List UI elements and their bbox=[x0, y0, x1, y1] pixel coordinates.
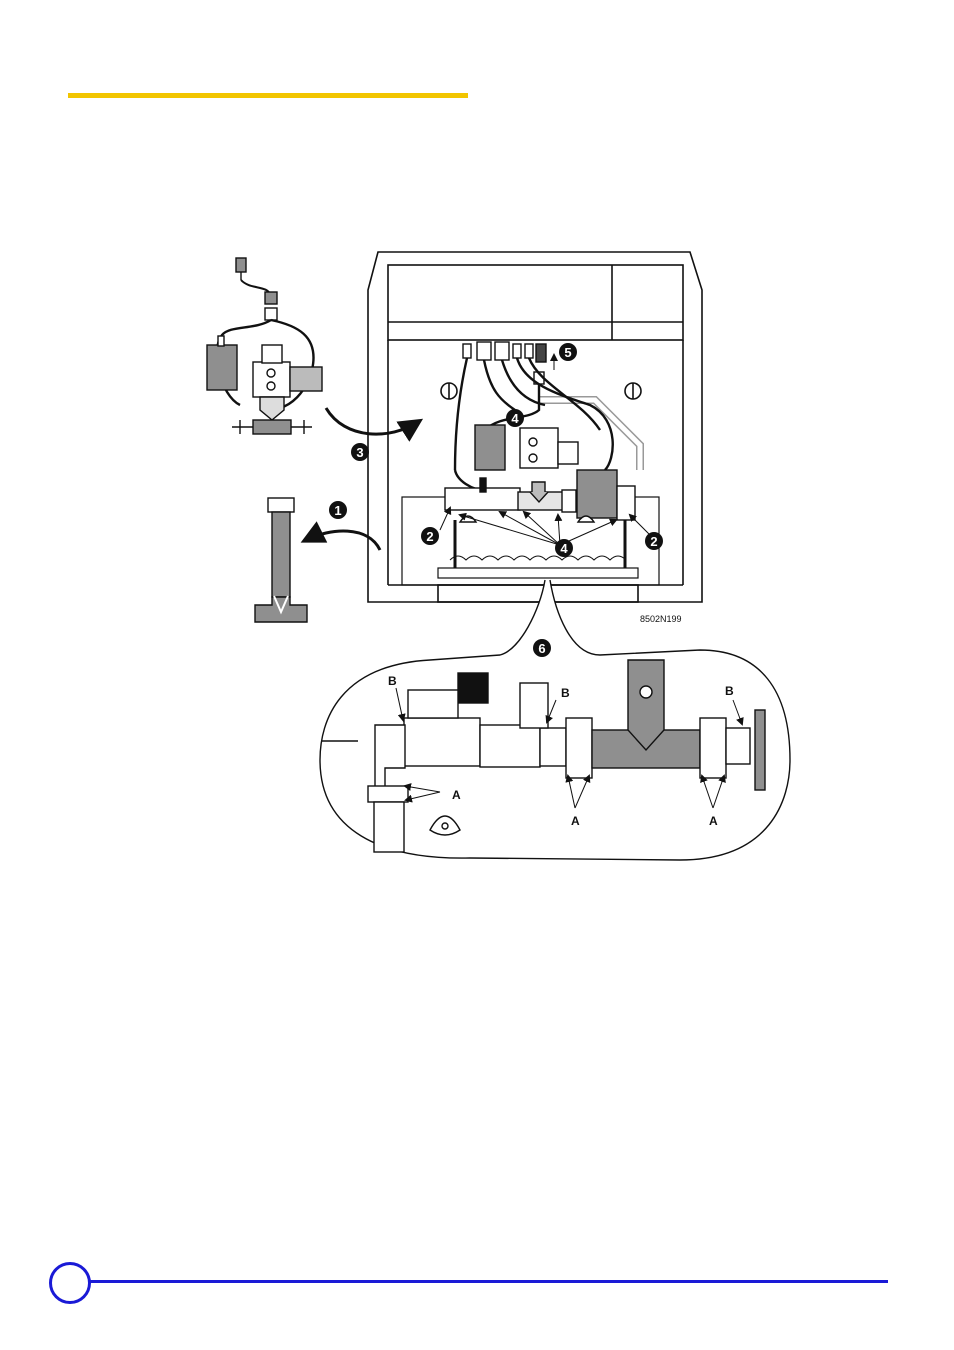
svg-text:2: 2 bbox=[426, 529, 433, 544]
callout-1: 1 bbox=[329, 501, 347, 519]
label-a-left: A bbox=[452, 788, 461, 802]
label-a-middle: A bbox=[571, 814, 580, 828]
callout-4-top: 4 bbox=[506, 409, 524, 427]
svg-text:1: 1 bbox=[334, 503, 341, 518]
callout-3: 3 bbox=[351, 443, 369, 461]
callout-6: 6 bbox=[533, 639, 551, 657]
footer-rule bbox=[70, 1280, 888, 1283]
callout-2-right: 2 bbox=[645, 532, 663, 550]
svg-text:2: 2 bbox=[650, 534, 657, 549]
svg-text:6: 6 bbox=[538, 641, 545, 656]
callout-5: 5 bbox=[559, 343, 577, 361]
svg-text:4: 4 bbox=[560, 541, 568, 556]
removed-gas-pipe bbox=[255, 498, 307, 622]
detail-bubble bbox=[320, 580, 790, 860]
label-b-right: B bbox=[725, 684, 734, 698]
label-b-left: B bbox=[388, 674, 397, 688]
svg-text:3: 3 bbox=[356, 445, 363, 460]
callout-4-bottom: 4 bbox=[555, 539, 573, 557]
figure-code: 8502N199 bbox=[640, 614, 682, 624]
callout-2-left: 2 bbox=[421, 527, 439, 545]
page-number-circle bbox=[49, 1262, 91, 1304]
svg-text:5: 5 bbox=[564, 345, 571, 360]
svg-text:4: 4 bbox=[511, 411, 519, 426]
label-a-right: A bbox=[709, 814, 718, 828]
removed-valve-assembly bbox=[207, 258, 322, 434]
label-b-middle: B bbox=[561, 686, 570, 700]
